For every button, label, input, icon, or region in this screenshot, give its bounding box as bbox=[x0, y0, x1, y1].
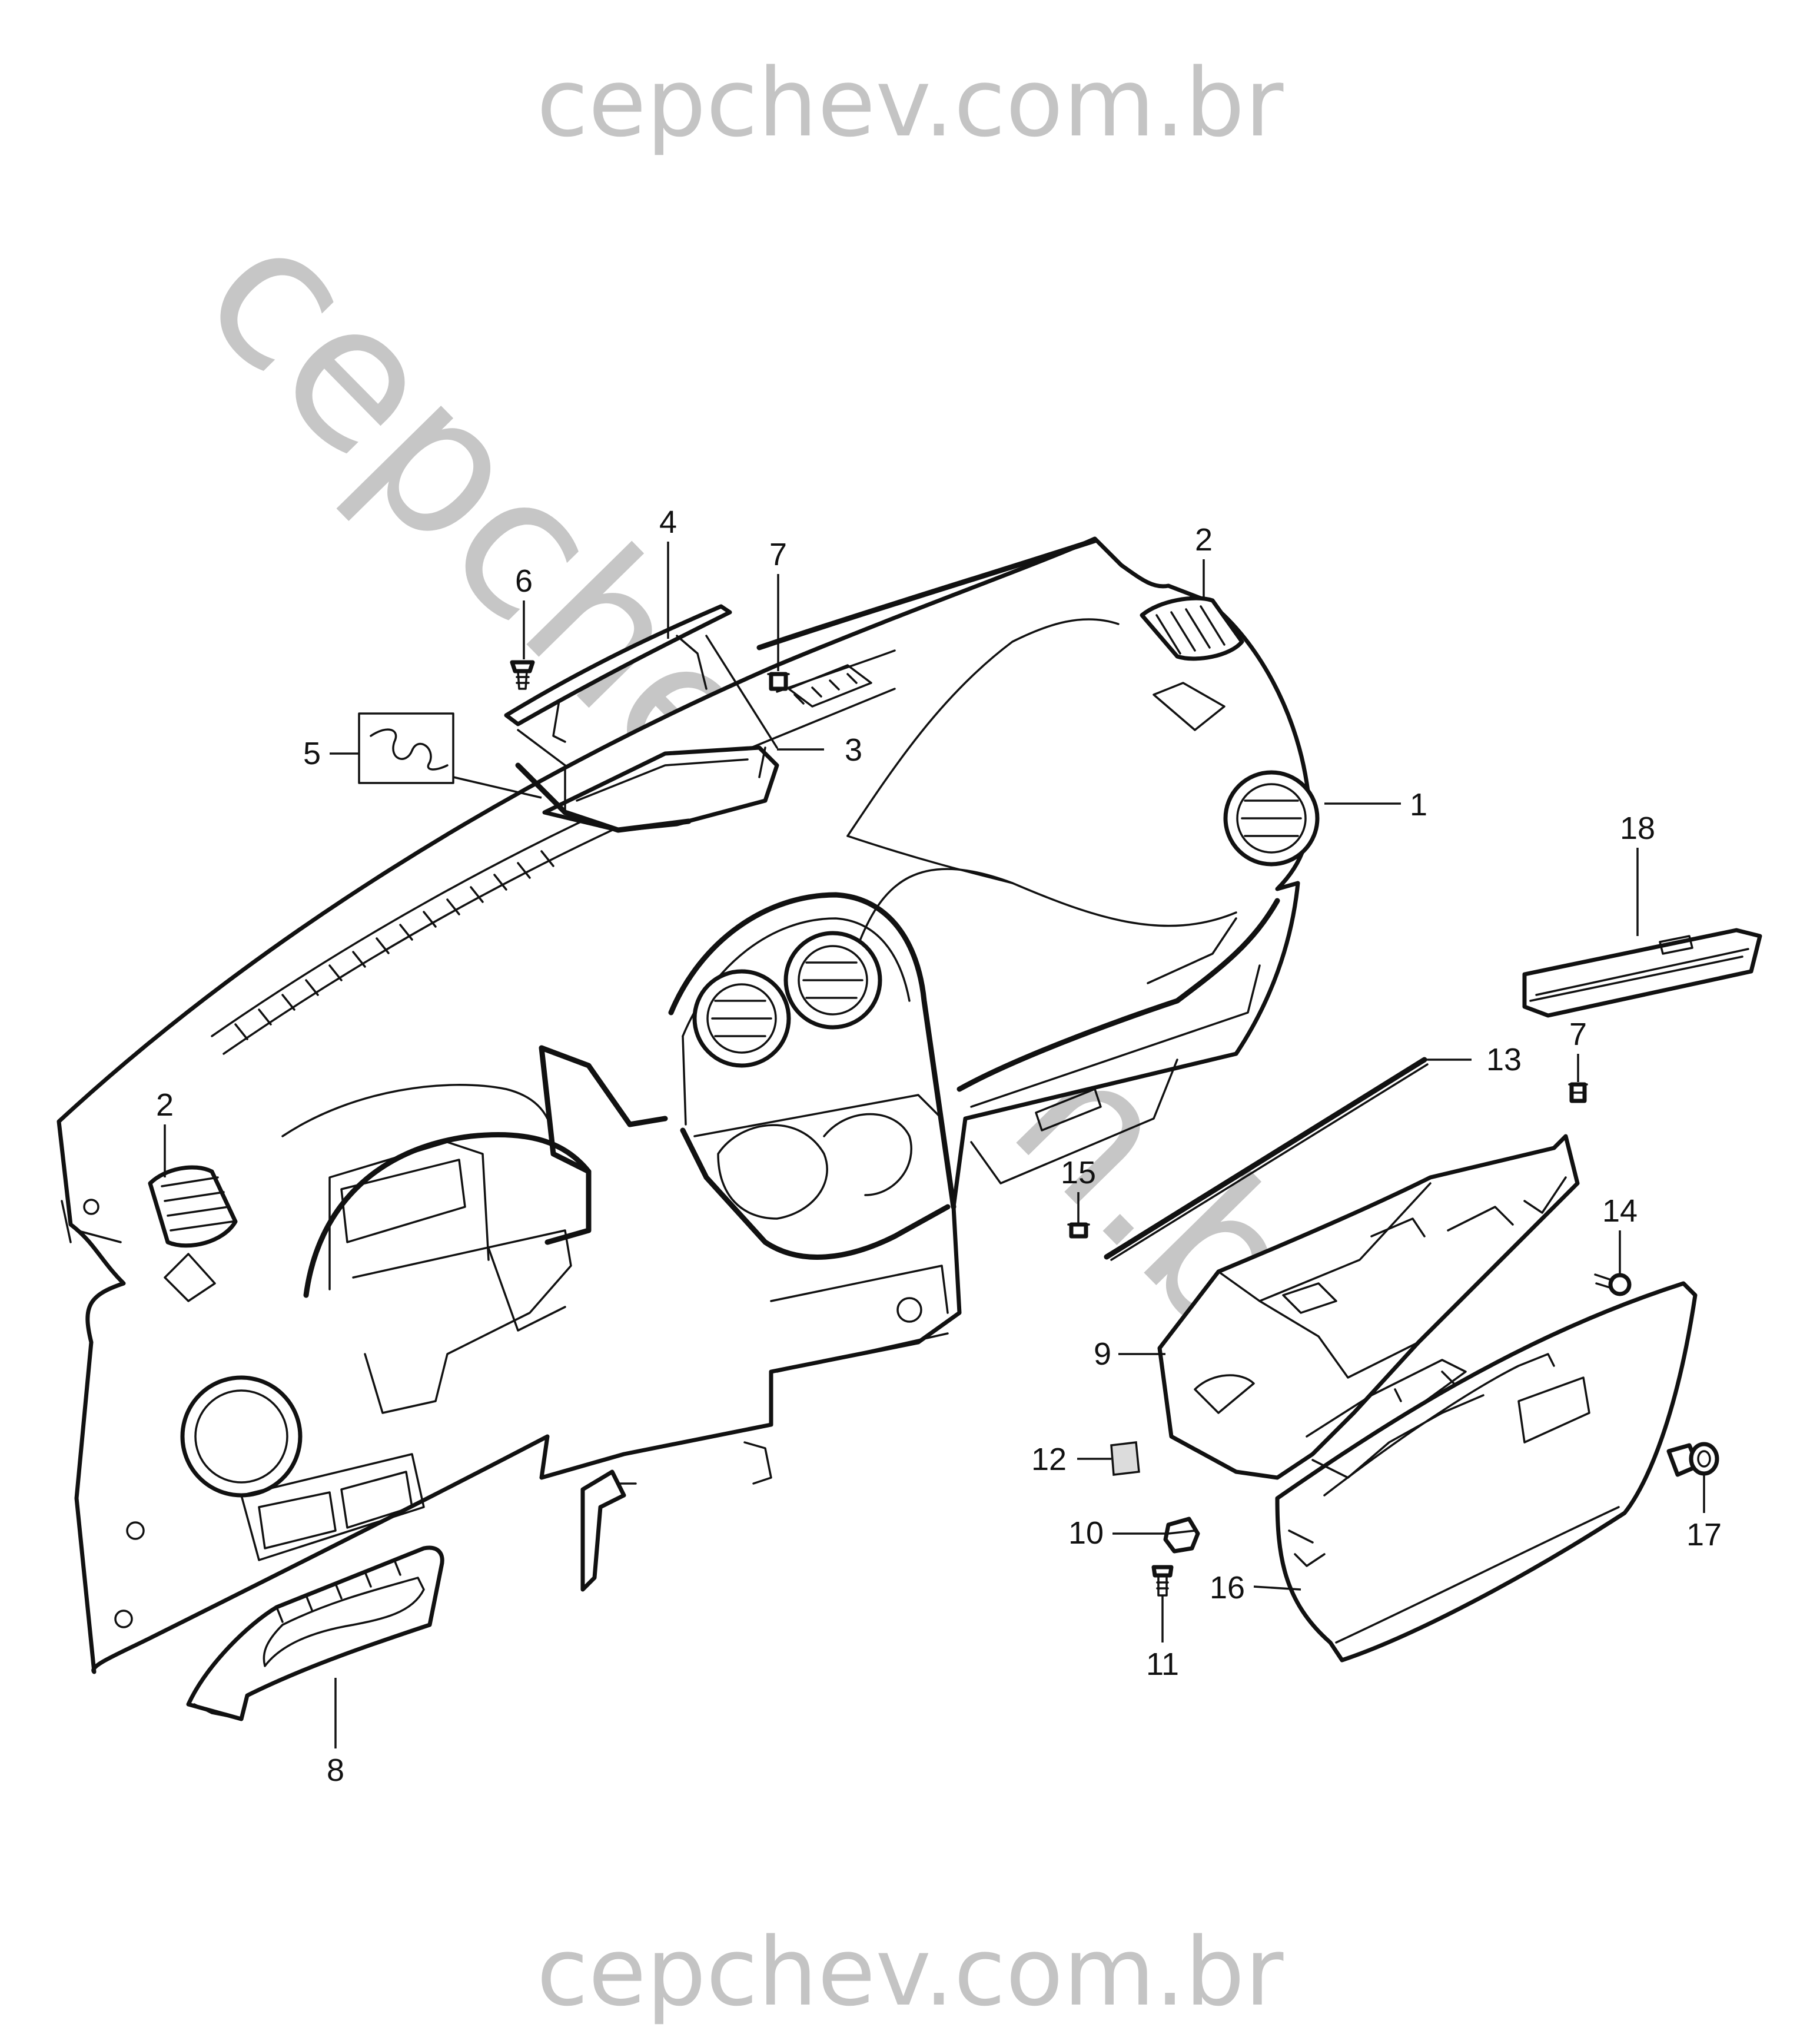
lower-bracket-left bbox=[580, 1469, 626, 1592]
callout-6: 6 bbox=[515, 563, 533, 599]
side-vent-right bbox=[1140, 596, 1244, 661]
lock-cylinder bbox=[1666, 1442, 1719, 1477]
leader-lines bbox=[164, 542, 1705, 1748]
callout-10: 10 bbox=[1068, 1515, 1104, 1551]
callout-17: 17 bbox=[1686, 1517, 1722, 1552]
upper-storage-bin bbox=[515, 745, 779, 833]
callout-14: 14 bbox=[1602, 1193, 1638, 1229]
callout-16: 16 bbox=[1210, 1570, 1245, 1605]
defroster-grille bbox=[234, 850, 554, 1040]
watermark-top: cepchev.com.br bbox=[537, 48, 1284, 158]
storage-bin-lid bbox=[504, 604, 778, 766]
callout-7-top: 7 bbox=[769, 537, 787, 572]
clip-7a bbox=[767, 672, 790, 691]
callout-2-right: 2 bbox=[1195, 522, 1213, 558]
torsion-spring-box bbox=[358, 712, 454, 784]
watermark-bottom: cepchev.com.br bbox=[537, 1917, 1284, 2027]
callout-12: 12 bbox=[1031, 1442, 1067, 1477]
pad-12 bbox=[1110, 1441, 1140, 1476]
left-lower-vent bbox=[180, 1375, 303, 1498]
document-pouch bbox=[1522, 928, 1762, 1018]
screw-6 bbox=[510, 660, 535, 690]
callout-9: 9 bbox=[1094, 1336, 1111, 1372]
callout-5: 5 bbox=[303, 736, 321, 771]
left-side-vent-housing bbox=[148, 1165, 238, 1248]
callout-3: 3 bbox=[845, 732, 862, 768]
lower-vent-bezel bbox=[186, 1545, 444, 1721]
clip-7b bbox=[1568, 1082, 1588, 1103]
pin-14 bbox=[1594, 1273, 1632, 1296]
glovebox-door bbox=[1275, 1281, 1698, 1663]
callout-1: 1 bbox=[1410, 787, 1427, 822]
screw-11 bbox=[1151, 1565, 1174, 1597]
clip-15 bbox=[1067, 1222, 1090, 1239]
glovebox-liner bbox=[1157, 1134, 1580, 1480]
callout-13: 13 bbox=[1486, 1042, 1522, 1077]
seal-strip bbox=[1104, 1057, 1429, 1261]
callout-labels: 1 2 2 3 4 5 6 7 7 8 9 10 11 12 13 14 15 … bbox=[156, 505, 1722, 1788]
callout-8: 8 bbox=[327, 1753, 344, 1788]
instrument-panel bbox=[57, 536, 1320, 1674]
bumper-10 bbox=[1163, 1517, 1200, 1554]
callout-18: 18 bbox=[1620, 811, 1655, 846]
callout-15: 15 bbox=[1061, 1155, 1096, 1190]
callout-7-right: 7 bbox=[1569, 1017, 1587, 1052]
callout-4: 4 bbox=[659, 505, 677, 540]
callout-11: 11 bbox=[1146, 1647, 1179, 1682]
callout-2-left: 2 bbox=[156, 1087, 174, 1123]
